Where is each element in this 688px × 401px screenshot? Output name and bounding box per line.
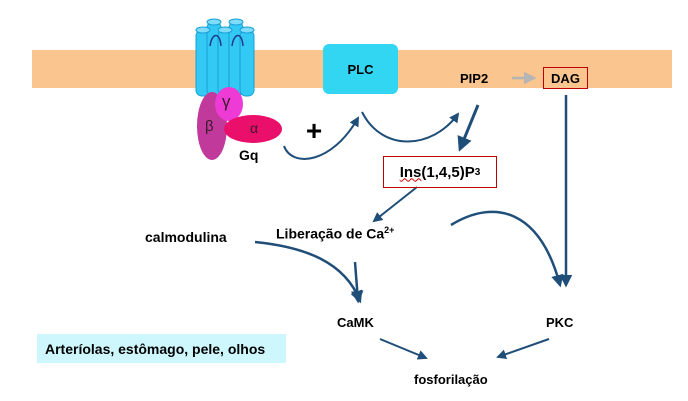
plus-sign: + <box>306 115 322 146</box>
dag-box: DAG <box>543 67 588 89</box>
calmodulin-to-camk-arrow <box>254 240 363 304</box>
tissues-note-text: Arteríolas, estômago, pele, olhos <box>45 340 266 357</box>
beta-label: β <box>205 118 214 135</box>
plc-to-pip2-arrow <box>361 111 460 143</box>
calmodulin-label: calmodulina <box>145 229 227 245</box>
ip3-to-calcium-arrow <box>372 186 418 223</box>
camk-to-phosphorylation-arrow <box>379 338 428 360</box>
gq-label: Gq <box>239 147 259 163</box>
dag-label: DAG <box>551 70 580 86</box>
gamma-subunit <box>215 87 243 121</box>
gpcr-receptor <box>195 18 255 97</box>
gamma-label: γ <box>222 92 231 111</box>
plc-label: PLC <box>347 61 374 77</box>
tissues-note: Arteríolas, estômago, pele, olhos <box>37 334 286 363</box>
camk-label: CaMK <box>337 315 374 330</box>
calcium-release-label: Liberação de Ca2+ <box>276 225 394 242</box>
alpha-subunit <box>224 115 282 143</box>
calcium-to-pkc-arrow <box>450 210 564 288</box>
ip3-subscript: 3 <box>474 166 481 178</box>
pkc-label: PKC <box>546 315 574 330</box>
pip2-to-ip3-arrow <box>457 104 480 152</box>
calcium-release-text: Liberação de Ca <box>276 225 385 242</box>
ip3-prefix: Ins <box>399 163 422 181</box>
gq-to-plc-arrow <box>283 116 359 160</box>
alpha-label: α <box>250 120 259 136</box>
plc-box: PLC <box>323 44 398 94</box>
pkc-to-phosphorylation-arrow <box>496 338 550 360</box>
pip2-label: PIP2 <box>460 71 489 86</box>
calcium-to-camk-arrow <box>351 261 364 304</box>
phosphorylation-label: fosforilação <box>414 372 488 387</box>
calcium-release-superscript: 2+ <box>384 225 395 235</box>
ip3-middle: (1,4,5)P <box>421 163 475 181</box>
